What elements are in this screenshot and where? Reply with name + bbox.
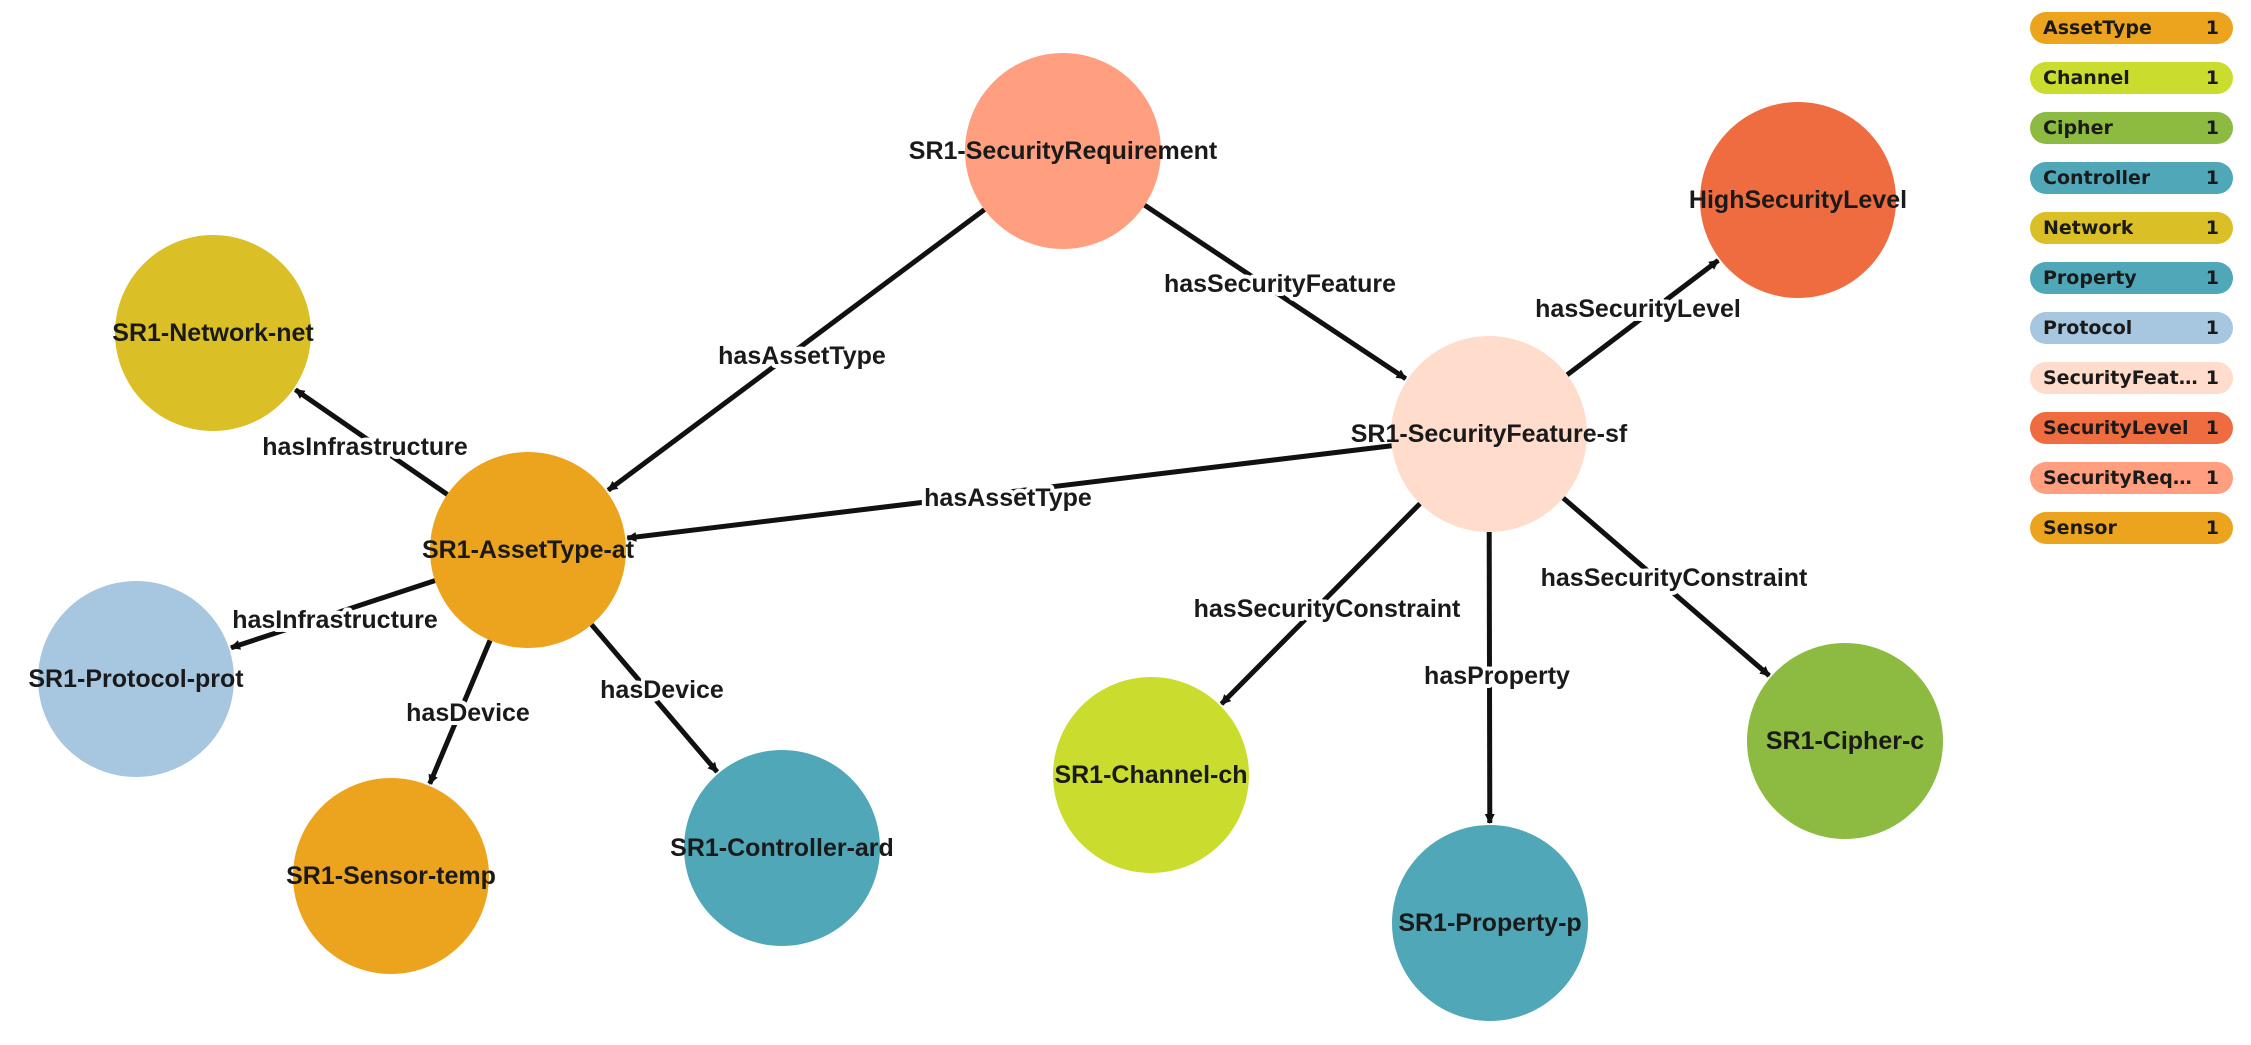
- legend-item-count: 1: [2205, 67, 2219, 89]
- legend-item-property[interactable]: Property 1: [2030, 262, 2233, 294]
- edge-label-at-prot: hasInfrastructure: [232, 606, 438, 634]
- node-label-hsl: HighSecurityLevel: [1689, 186, 1907, 214]
- legend-item-label: Property: [2043, 267, 2137, 289]
- edge-sr-sf[interactable]: [1143, 203, 1408, 381]
- edge-label-sf-p: hasProperty: [1424, 662, 1570, 690]
- node-labels-layer: SR1-SecurityRequirementSR1-Network-netSR…: [28, 137, 1924, 937]
- edge-sf-hsl[interactable]: [1565, 258, 1720, 377]
- node-sr[interactable]: [965, 53, 1161, 249]
- edge-label-sf-at: hasAssetType: [924, 484, 1092, 512]
- edge-label-sf-ch: hasSecurityConstraint: [1194, 595, 1461, 623]
- nodes-layer: [38, 53, 1943, 1021]
- edge-label-at-temp: hasDevice: [406, 699, 530, 727]
- legend-item-cipher[interactable]: Cipher 1: [2030, 112, 2233, 144]
- legend-item-count: 1: [2205, 317, 2219, 339]
- edge-sf-p[interactable]: [1484, 531, 1495, 825]
- legend-item-label: AssetType: [2043, 17, 2152, 39]
- node-label-net: SR1-Network-net: [112, 319, 314, 347]
- legend-item-label: SecurityLevel: [2043, 417, 2189, 439]
- legend-item-label: Controller: [2043, 167, 2151, 189]
- legend-item-label: Protocol: [2043, 317, 2133, 339]
- legend-item-count: 1: [2205, 517, 2219, 539]
- legend-item-count: 1: [2205, 217, 2219, 239]
- node-circle-net[interactable]: [115, 235, 311, 431]
- edge-at-prot[interactable]: [230, 578, 436, 651]
- node-circle-p[interactable]: [1392, 825, 1588, 1021]
- legend-item-count: 1: [2205, 417, 2219, 439]
- node-circle-ard[interactable]: [684, 750, 880, 946]
- edge-label-sr-sf: hasSecurityFeature: [1164, 270, 1396, 298]
- legend-item-channel[interactable]: Channel 1: [2030, 62, 2233, 94]
- edge-sf-ch[interactable]: [1219, 501, 1422, 706]
- legend-item-network[interactable]: Network 1: [2030, 212, 2233, 244]
- node-c[interactable]: [1747, 643, 1943, 839]
- legend-item-count: 1: [2205, 367, 2219, 389]
- node-circle-prot[interactable]: [38, 581, 234, 777]
- legend-item-count: 1: [2205, 167, 2219, 189]
- edge-at-ard[interactable]: [589, 622, 720, 774]
- node-label-c: SR1-Cipher-c: [1766, 727, 1924, 755]
- node-at[interactable]: [430, 452, 626, 648]
- node-sf[interactable]: [1391, 336, 1587, 532]
- node-circle-ch[interactable]: [1053, 677, 1249, 873]
- node-hsl[interactable]: [1700, 102, 1896, 298]
- node-p[interactable]: [1392, 825, 1588, 1021]
- edges-layer: [230, 203, 1771, 825]
- edge-sf-c[interactable]: [1561, 496, 1771, 678]
- node-circle-sr[interactable]: [965, 53, 1161, 249]
- legend-item-count: 1: [2205, 267, 2219, 289]
- edge-sr-at[interactable]: [606, 207, 986, 493]
- legend-item-securitylevel[interactable]: SecurityLevel 1: [2030, 412, 2233, 444]
- edge-label-sr-at: hasAssetType: [718, 342, 886, 370]
- node-label-temp: SR1-Sensor-temp: [286, 862, 496, 890]
- node-label-sf: SR1-SecurityFeature-sf: [1351, 420, 1628, 448]
- legend-item-count: 1: [2205, 467, 2219, 489]
- node-label-p: SR1-Property-p: [1398, 909, 1581, 937]
- node-circle-sf[interactable]: [1391, 336, 1587, 532]
- node-label-prot: SR1-Protocol-prot: [28, 665, 244, 693]
- legend-item-assettype[interactable]: AssetType 1: [2030, 12, 2233, 44]
- node-ch[interactable]: [1053, 677, 1249, 873]
- node-circle-at[interactable]: [430, 452, 626, 648]
- edge-at-temp[interactable]: [427, 639, 493, 785]
- node-circle-temp[interactable]: [293, 778, 489, 974]
- edge-label-sf-hsl: hasSecurityLevel: [1535, 295, 1741, 323]
- edge-label-sf-c: hasSecurityConstraint: [1541, 564, 1808, 592]
- legend-item-label: Network: [2043, 217, 2134, 239]
- legend-item-count: 1: [2205, 17, 2219, 39]
- node-label-sr: SR1-SecurityRequirement: [909, 137, 1218, 165]
- node-circle-c[interactable]: [1747, 643, 1943, 839]
- legend-item-securityrequi[interactable]: SecurityRequi…1: [2030, 462, 2233, 494]
- legend-item-count: 1: [2205, 117, 2219, 139]
- node-circle-hsl[interactable]: [1700, 102, 1896, 298]
- node-net[interactable]: [115, 235, 311, 431]
- node-label-at: SR1-AssetType-at: [422, 536, 635, 564]
- edge-sf-at[interactable]: [626, 443, 1393, 542]
- node-prot[interactable]: [38, 581, 234, 777]
- legend-item-label: Cipher: [2043, 117, 2113, 139]
- edge-at-net[interactable]: [293, 387, 449, 497]
- legend-item-label: Sensor: [2043, 517, 2117, 539]
- legend-item-label: Channel: [2043, 67, 2130, 89]
- edge-label-at-ard: hasDevice: [600, 676, 724, 704]
- edge-label-at-net: hasInfrastructure: [262, 433, 468, 461]
- legend-item-sensor[interactable]: Sensor 1: [2030, 512, 2233, 544]
- edge-labels-layer: hasAssetType hasSecurityFeature hasSecurit…: [228, 266, 1812, 731]
- legend-item-protocol[interactable]: Protocol 1: [2030, 312, 2233, 344]
- node-ard[interactable]: [684, 750, 880, 946]
- legend-item-label: SecurityFeature: [2043, 367, 2200, 389]
- node-temp[interactable]: [293, 778, 489, 974]
- legend-item-controller[interactable]: Controller 1: [2030, 162, 2233, 194]
- node-label-ard: SR1-Controller-ard: [670, 834, 894, 862]
- node-label-ch: SR1-Channel-ch: [1054, 761, 1247, 789]
- legend-item-label: SecurityRequi…: [2043, 467, 2200, 489]
